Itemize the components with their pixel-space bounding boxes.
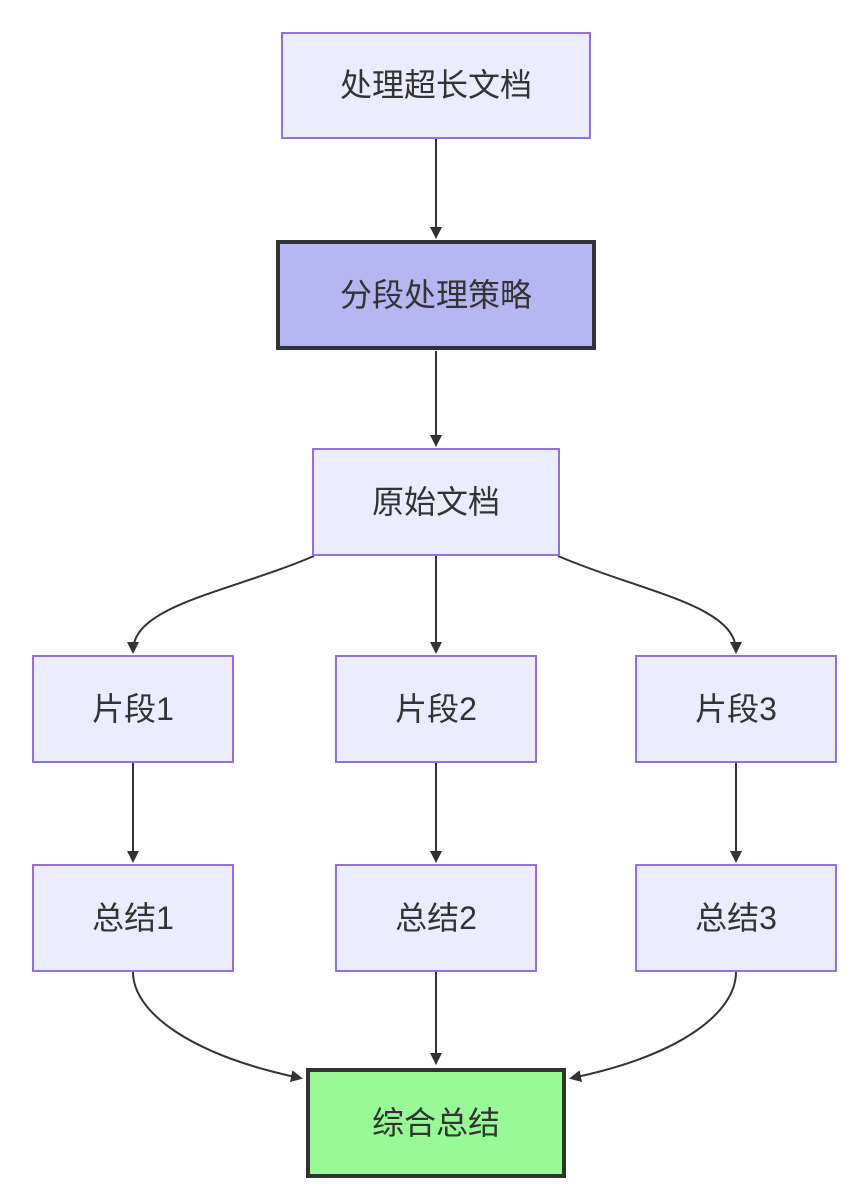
node-combined-summary: 综合总结 [306,1068,566,1178]
node-summary-2-label: 总结2 [395,899,477,936]
node-fragment-2-label: 片段2 [395,690,477,727]
node-summary-1-label: 总结1 [92,899,174,936]
node-process-long-document: 处理超长文档 [281,32,591,139]
node-original-document-label: 原始文档 [371,483,500,520]
node-combined-summary-label: 综合总结 [371,1104,500,1141]
node-segment-processing-strategy: 分段处理策略 [276,240,596,350]
node-summary-3: 总结3 [635,864,837,972]
node-summary-3-label: 总结3 [695,899,777,936]
node-fragment-3: 片段3 [635,655,837,763]
edge-original-document-to-fragment-3 [557,555,742,654]
node-fragment-1-label: 片段1 [92,690,174,727]
node-process-long-document-label: 处理超长文档 [339,67,532,104]
edge-original-document-to-fragment-1 [127,555,315,654]
node-fragment-1: 片段1 [32,655,234,763]
node-fragment-3-label: 片段3 [695,690,777,727]
edge-summary-1-to-combined-summary [132,971,303,1083]
node-fragment-2: 片段2 [335,655,537,763]
node-original-document: 原始文档 [312,448,560,556]
edge-summary-3-to-combined-summary [569,971,737,1083]
node-summary-2: 总结2 [335,864,537,972]
node-summary-1: 总结1 [32,864,234,972]
node-segment-processing-strategy-label: 分段处理策略 [339,276,532,313]
